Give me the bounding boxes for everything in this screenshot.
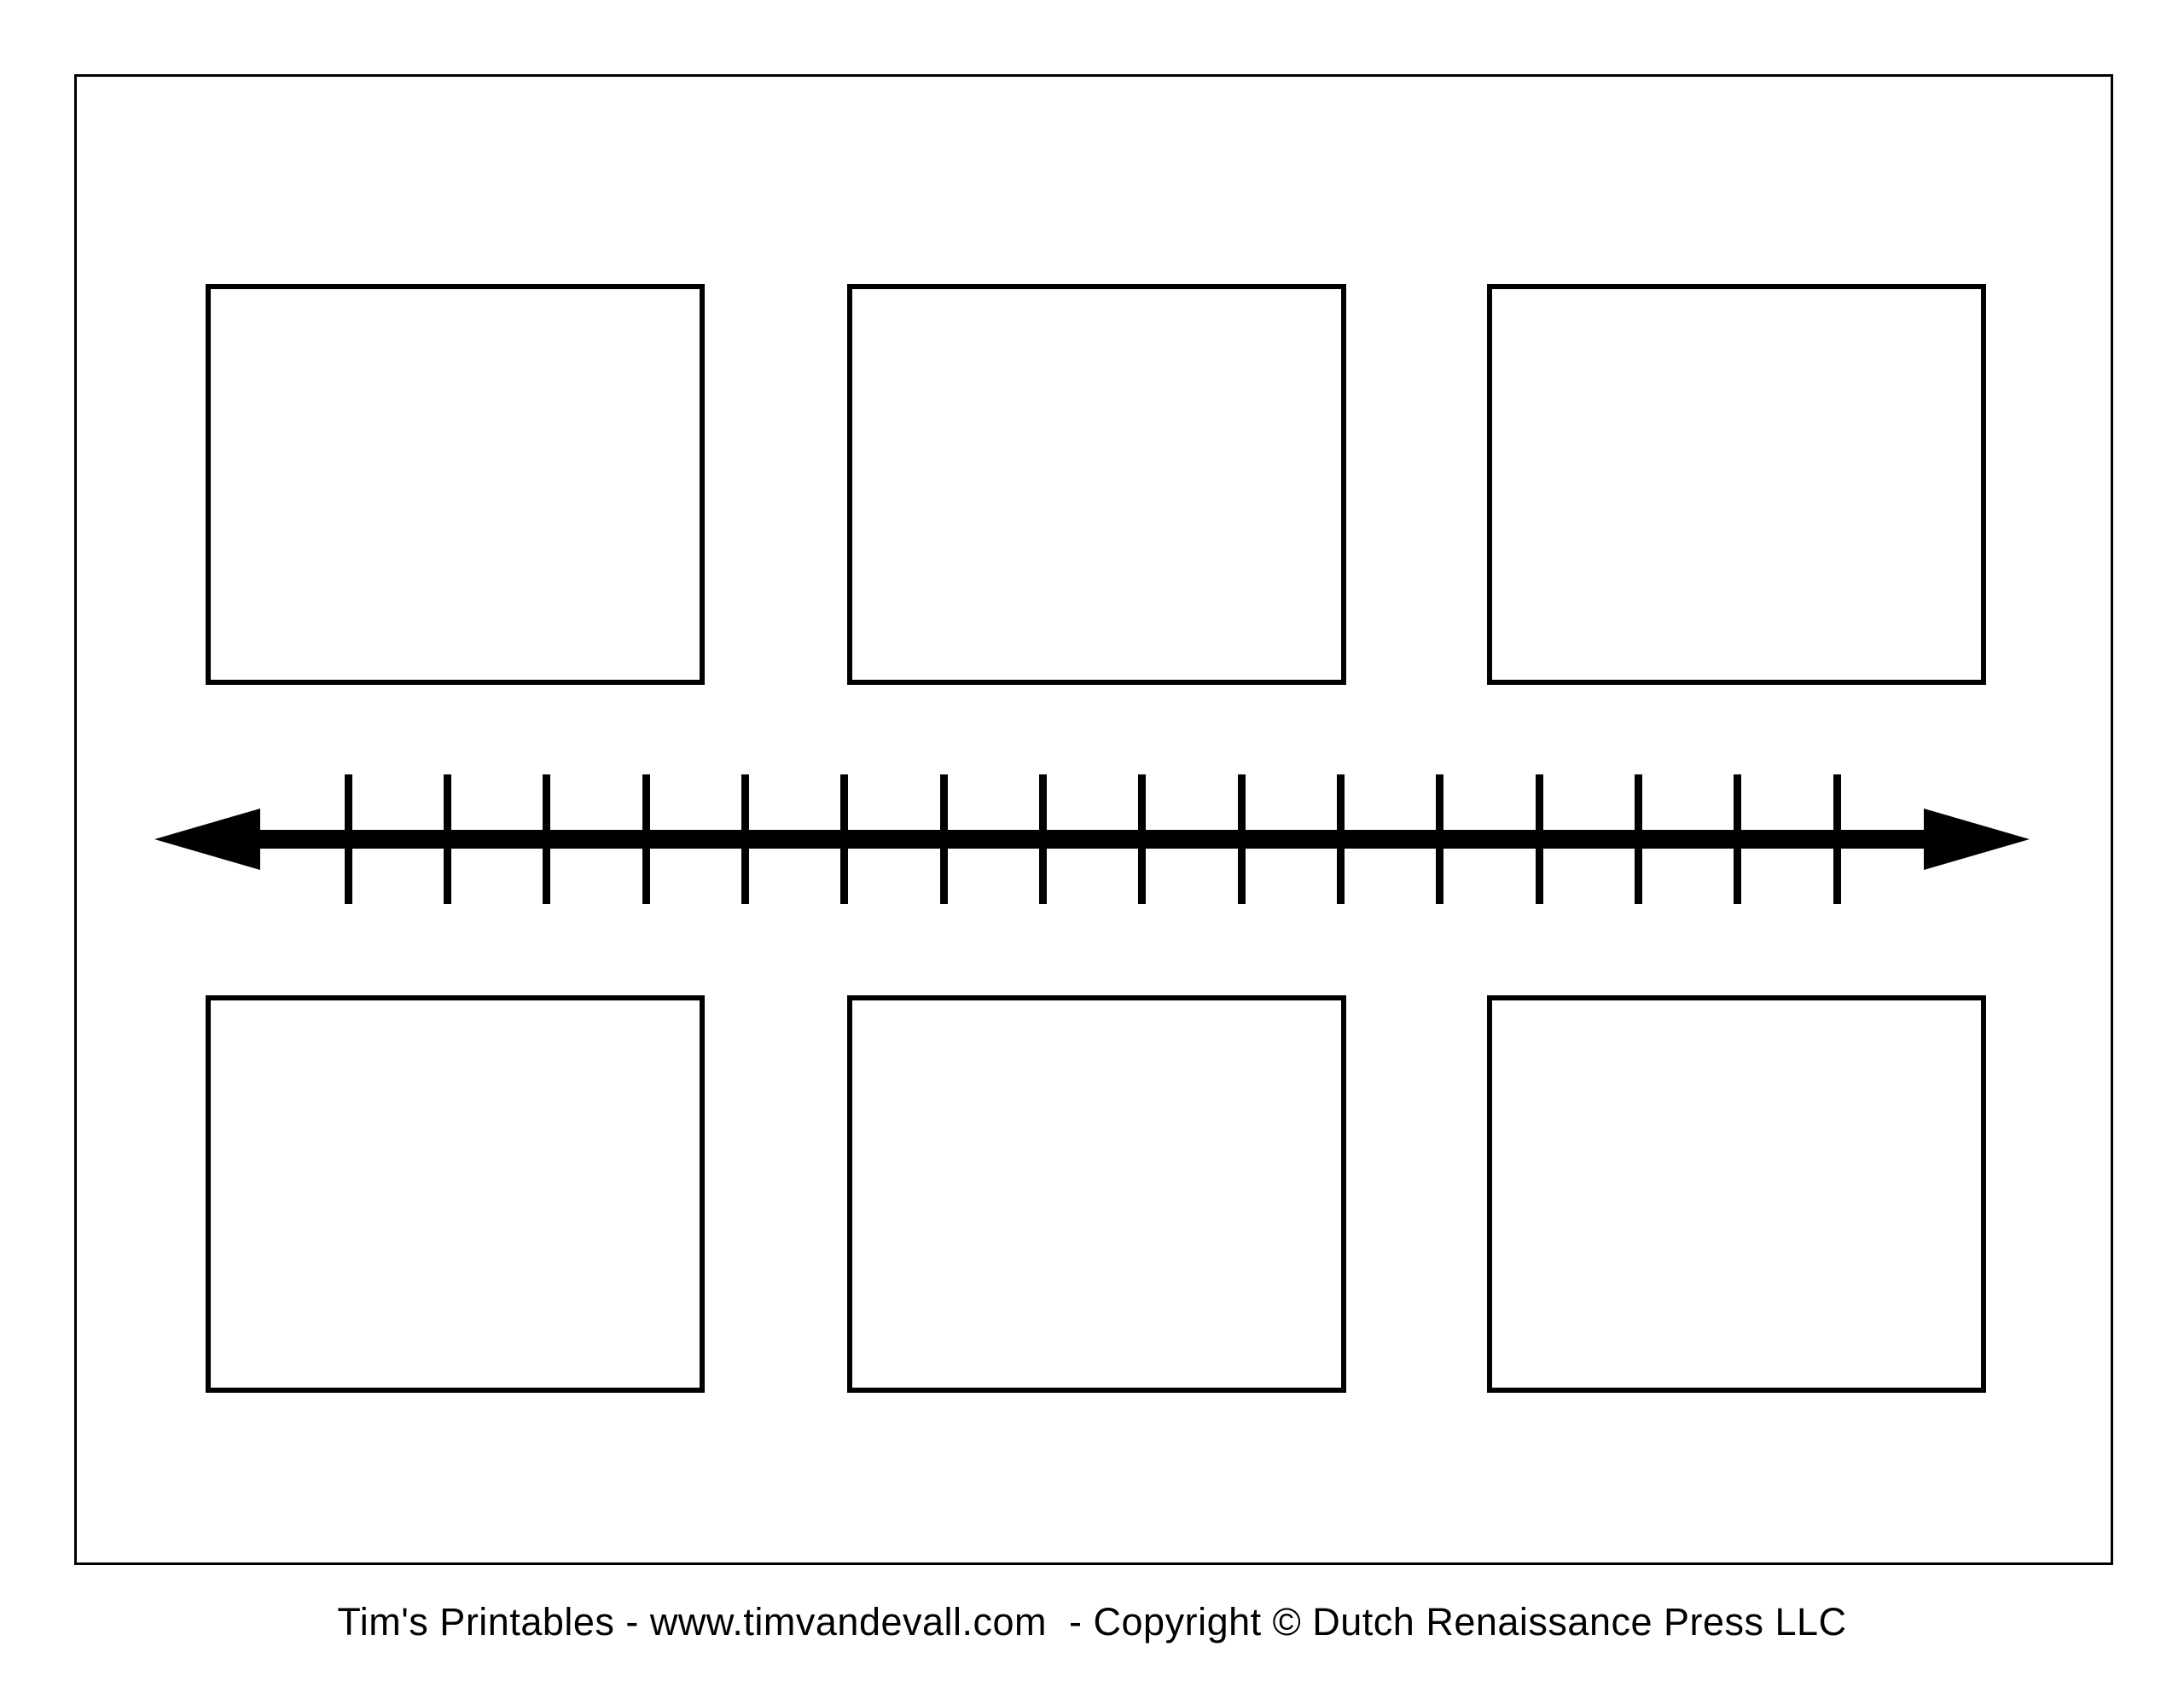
- event-box-top-right[interactable]: [1487, 284, 1986, 685]
- event-box-top-left[interactable]: [206, 284, 705, 685]
- event-box-top-center[interactable]: [847, 284, 1346, 685]
- event-box-bottom-center[interactable]: [847, 995, 1346, 1393]
- footer-credit: Tim's Printables - www.timvandevall.com …: [337, 1600, 1847, 1644]
- event-box-bottom-right[interactable]: [1487, 995, 1986, 1393]
- event-box-bottom-left[interactable]: [206, 995, 705, 1393]
